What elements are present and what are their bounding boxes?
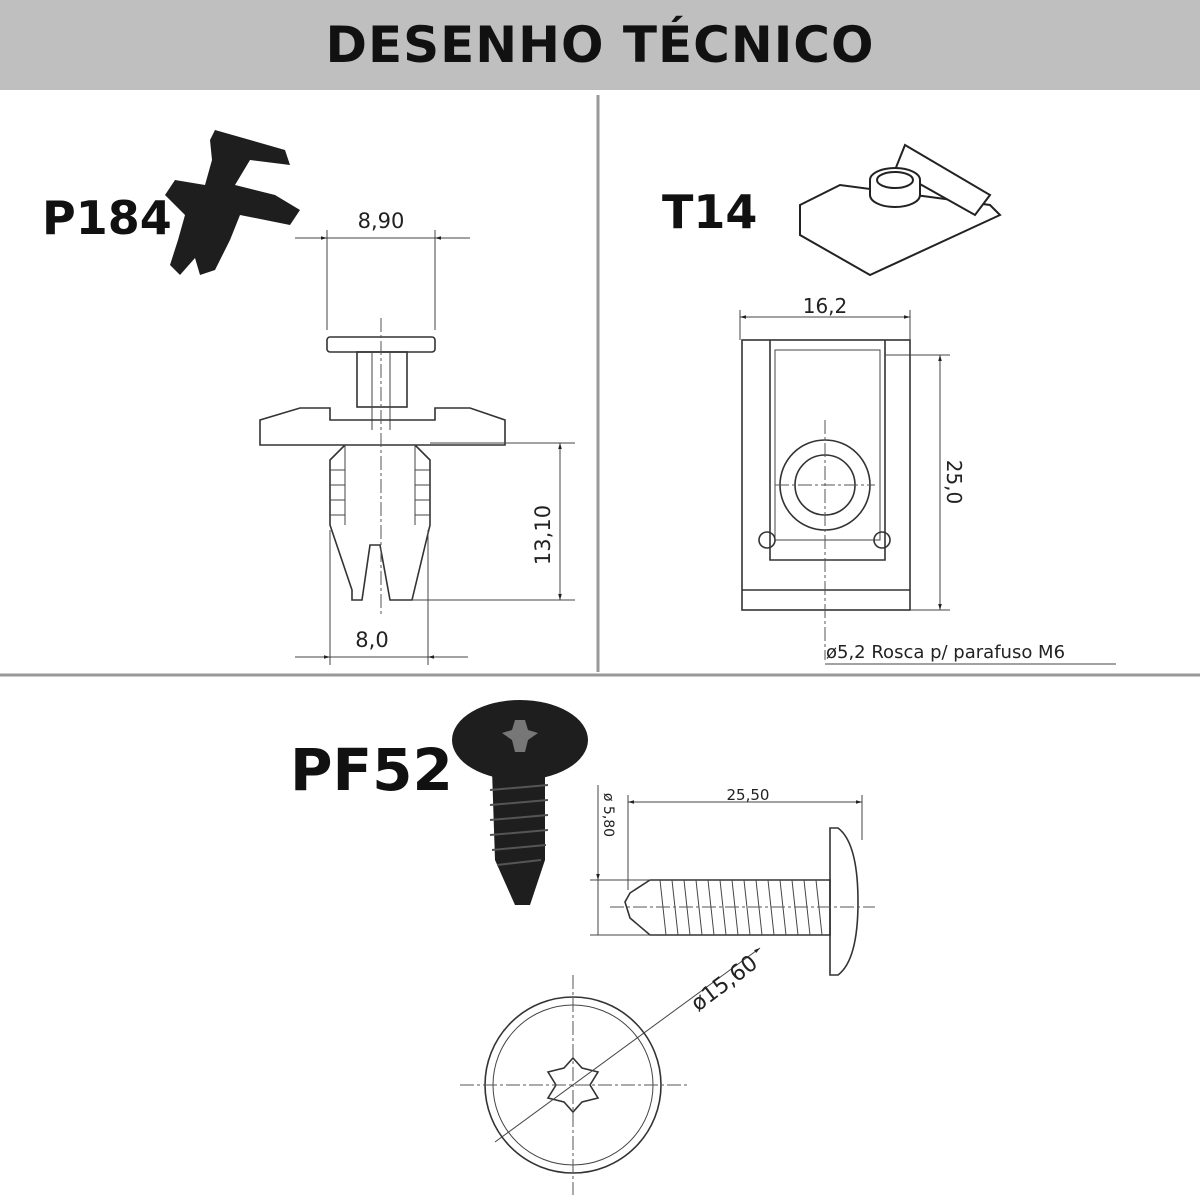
pf52-top-view: ø15,60 — [460, 947, 763, 1195]
pf52-side-view — [610, 827, 875, 976]
t14-photo — [799, 143, 1002, 277]
part-label-pf52: PF52 — [290, 736, 453, 804]
pf52-photo — [452, 700, 588, 905]
dim-pf52-thread-diameter: ø 5,80 — [600, 793, 616, 837]
dim-p184-height: 13,10 — [531, 505, 555, 565]
dim-t14-width: 16,2 — [803, 294, 848, 318]
dim-pf52-head-diameter: ø15,60 — [687, 951, 763, 1017]
p184-side-view — [259, 318, 506, 615]
header-banner: DESENHO TÉCNICO — [0, 0, 1200, 90]
pf52-dimensions: 25,50 ø 5,80 — [590, 785, 863, 936]
dim-p184-width-body: 8,0 — [355, 628, 388, 652]
t14-thread-note: ø5,2 Rosca p/ parafuso M6 — [826, 642, 1065, 663]
dim-p184-width-head: 8,90 — [358, 209, 405, 233]
part-t14: T14 16,2 25,0 ø5,2 Rosca — [662, 143, 1116, 665]
t14-front-view — [741, 339, 911, 660]
part-label-p184: P184 — [42, 191, 172, 245]
t14-dimensions: 16,2 25,0 ø5,2 Rosca p/ parafuso M6 — [739, 294, 1116, 665]
page-title: DESENHO TÉCNICO — [325, 16, 875, 74]
dim-t14-height: 25,0 — [942, 460, 966, 505]
p184-photo — [165, 130, 300, 275]
part-p184: P184 8,90 13,10 8,0 — [42, 130, 575, 665]
part-pf52: PF52 25,50 ø 5,80 — [290, 700, 875, 1195]
part-label-t14: T14 — [662, 185, 757, 239]
dim-pf52-length: 25,50 — [727, 786, 770, 804]
p184-dimensions: 8,90 13,10 8,0 — [295, 209, 575, 665]
